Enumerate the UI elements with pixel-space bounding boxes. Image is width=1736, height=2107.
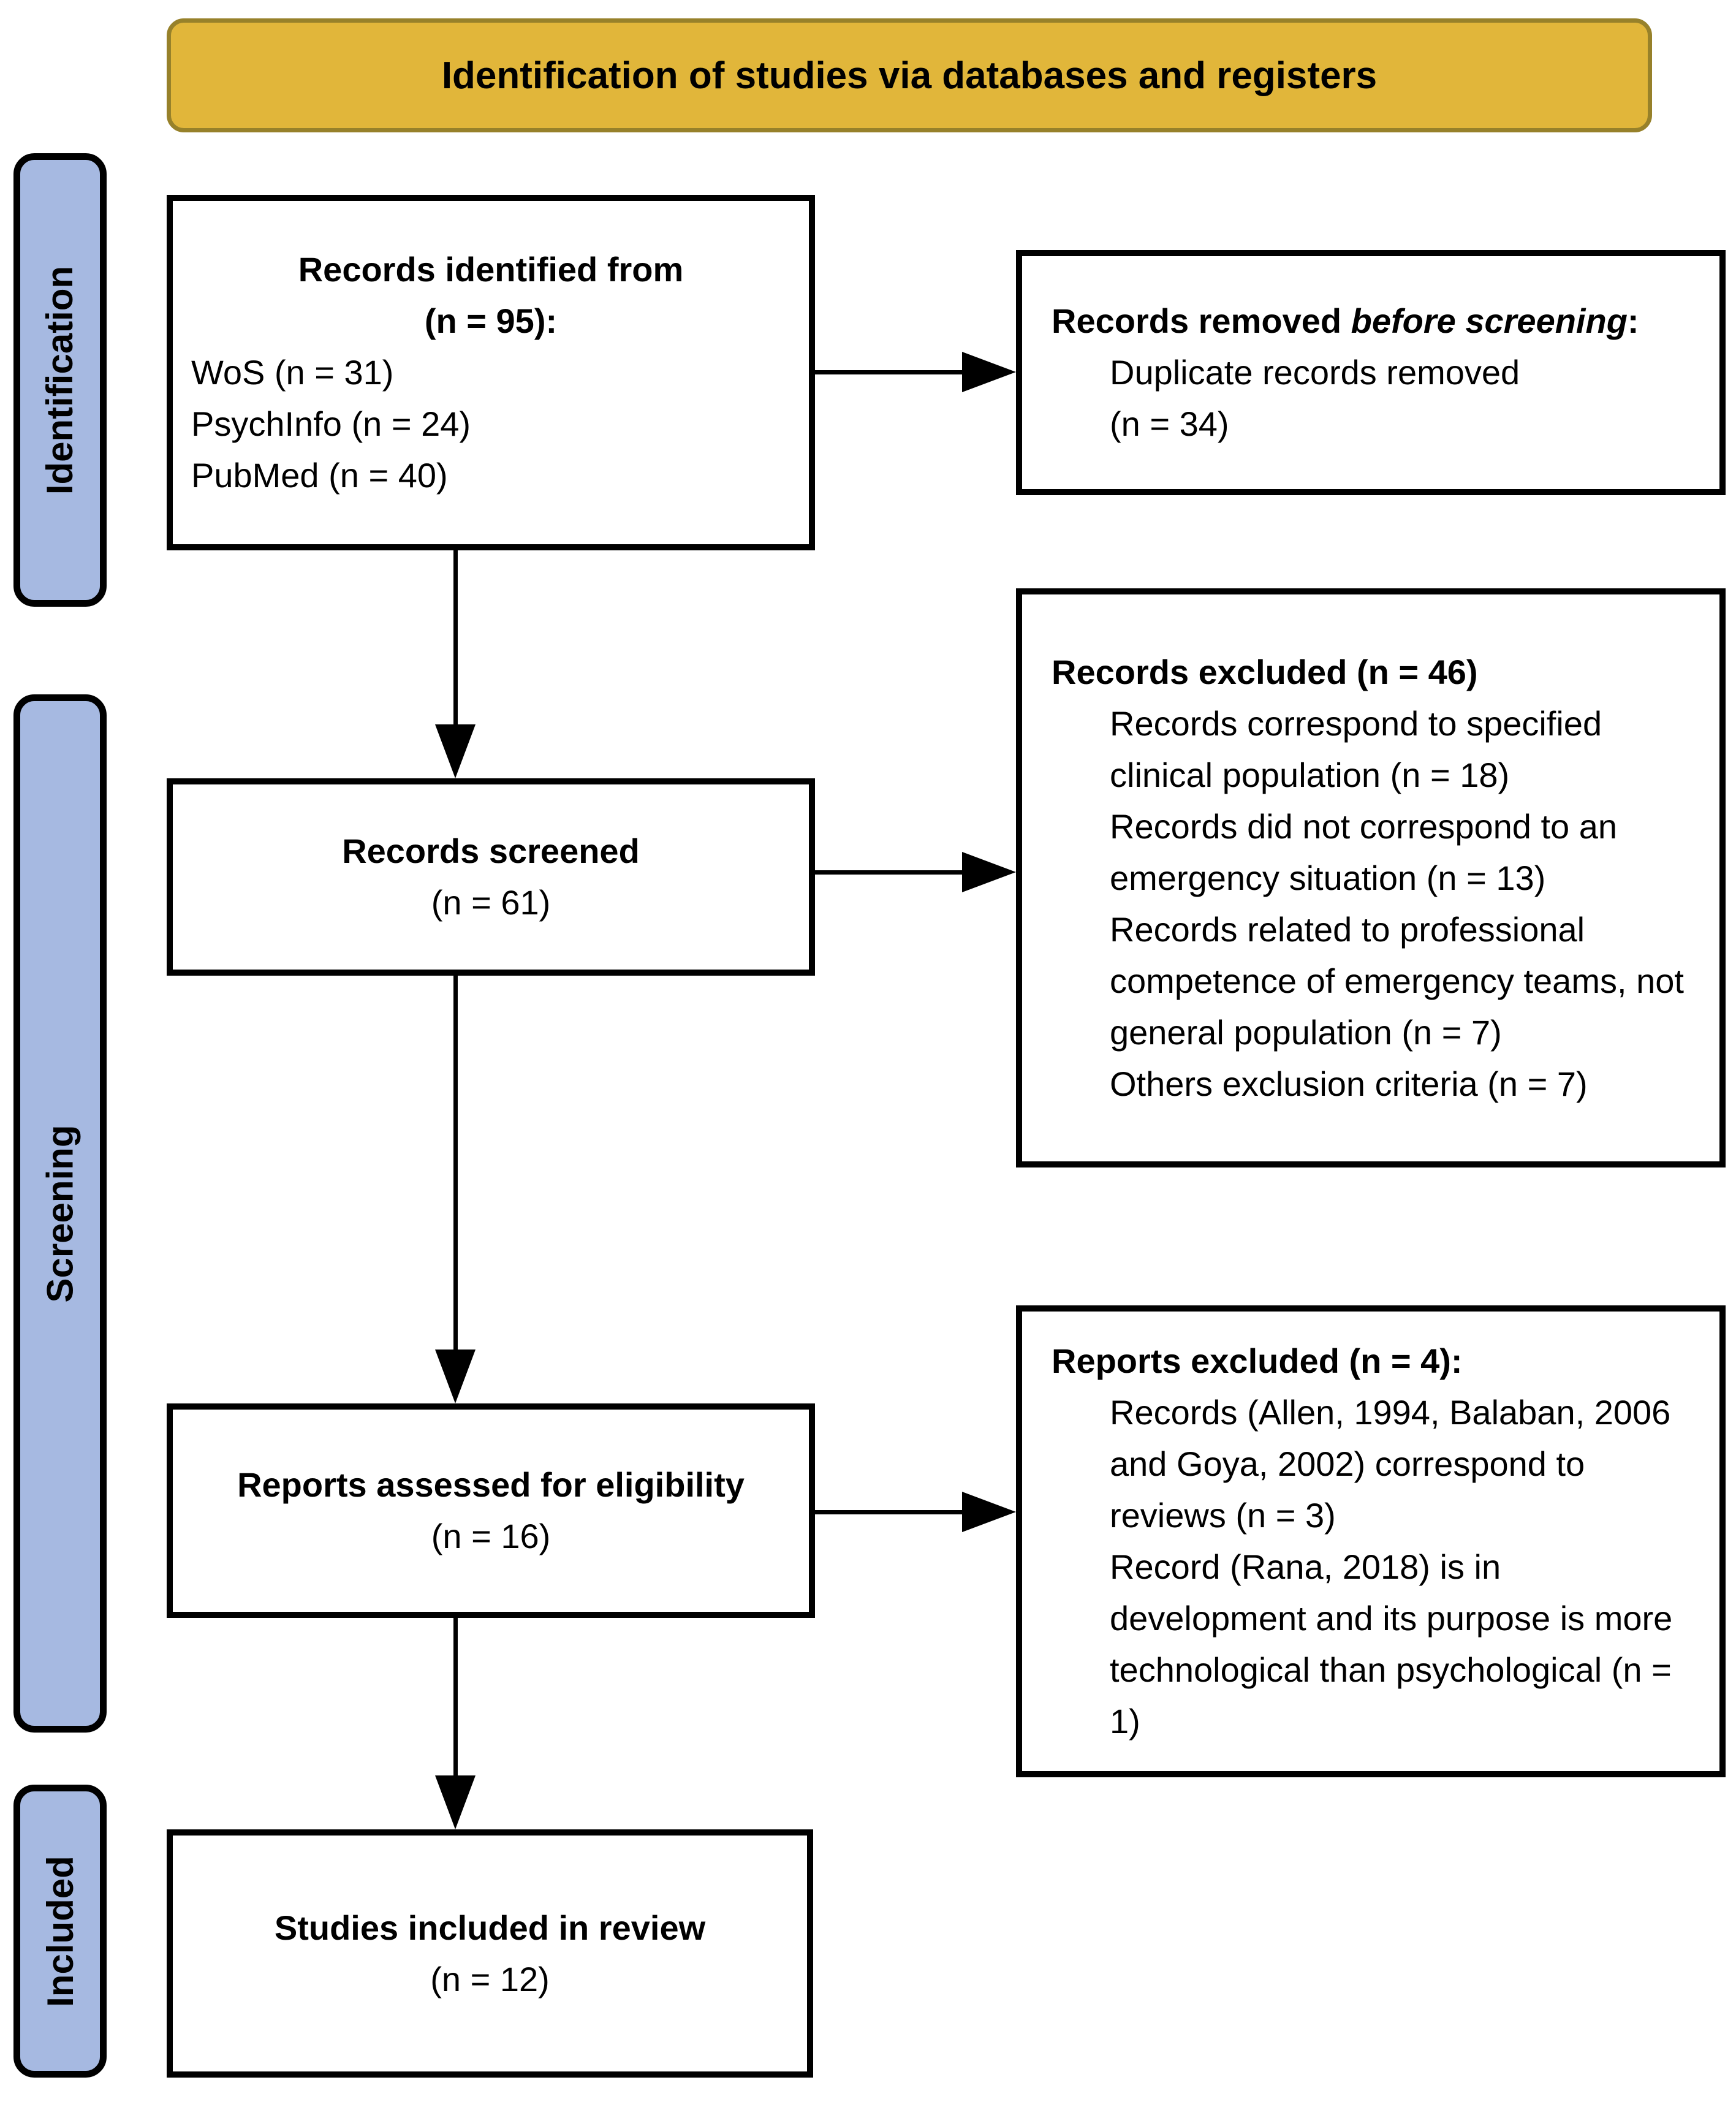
records-removed-heading: Records removed before screening:	[1052, 295, 1701, 347]
arrow-line	[815, 370, 967, 374]
box-studies-included: Studies included in review (n = 12)	[167, 1829, 813, 2078]
arrow-assessed-to-reports-excluded	[815, 1492, 1016, 1532]
arrow-identified-to-removed	[815, 352, 1016, 392]
box-reports-assessed: Reports assessed for eligibility (n = 16…	[167, 1403, 815, 1618]
studies-included-count: (n = 12)	[430, 1959, 550, 1999]
records-excluded-reason-professional: Records related to professional competen…	[1110, 909, 1684, 1052]
reports-assessed-count: (n = 16)	[431, 1517, 551, 1555]
box-records-excluded: Records excluded (n = 46) Records corres…	[1016, 588, 1726, 1167]
arrow-down-icon	[435, 1350, 476, 1403]
box-records-screened: Records screened (n = 61)	[167, 778, 815, 976]
records-identified-source-wos: WoS (n = 31)	[191, 353, 394, 392]
arrow-down-icon	[435, 724, 476, 778]
arrow-right-icon	[962, 852, 1016, 892]
records-removed-count: (n = 34)	[1110, 404, 1229, 443]
arrow-screened-to-excluded	[815, 852, 1016, 892]
records-identified-source-psychinfo: PsychInfo (n = 24)	[191, 404, 471, 443]
records-identified-heading-line2: (n = 95):	[424, 302, 558, 340]
reports-excluded-heading: Reports excluded (n = 4):	[1052, 1342, 1463, 1380]
arrow-assessed-to-included	[435, 1618, 476, 1829]
records-identified-source-pubmed: PubMed (n = 40)	[191, 456, 448, 495]
arrow-line	[453, 550, 458, 729]
records-removed-heading-suffix: :	[1627, 302, 1639, 340]
arrow-line	[815, 1510, 967, 1514]
arrow-line	[815, 870, 967, 875]
reports-assessed-heading: Reports assessed for eligibility	[237, 1465, 745, 1504]
arrow-screened-to-assessed	[435, 976, 476, 1403]
stage-bar-included: Included	[13, 1785, 107, 2078]
records-removed-heading-emphasis: before screening	[1351, 302, 1628, 340]
arrow-identified-to-screened	[435, 550, 476, 778]
records-removed-detail: Duplicate records removed	[1110, 353, 1520, 392]
records-excluded-reason-emergency: Records did not correspond to an emergen…	[1110, 807, 1618, 897]
arrow-line	[453, 976, 458, 1354]
records-screened-count: (n = 61)	[431, 883, 551, 922]
arrow-line	[453, 1618, 458, 1780]
reports-excluded-reason-reviews: Records (Allen, 1994, Balaban, 2006 and …	[1110, 1393, 1671, 1535]
records-excluded-reason-other: Others exclusion criteria (n = 7)	[1110, 1064, 1588, 1103]
diagram-title-banner: Identification of studies via databases …	[167, 18, 1652, 132]
arrow-down-icon	[435, 1775, 476, 1829]
stage-label-included: Included	[39, 1855, 81, 2007]
box-records-removed: Records removed before screening: Duplic…	[1016, 250, 1726, 495]
records-identified-heading-line1: Records identified from	[298, 250, 684, 289]
studies-included-heading: Studies included in review	[274, 1908, 706, 1947]
diagram-title: Identification of studies via databases …	[441, 54, 1378, 97]
stage-bar-screening: Screening	[13, 694, 107, 1733]
box-reports-excluded: Reports excluded (n = 4): Records (Allen…	[1016, 1305, 1726, 1777]
arrow-right-icon	[962, 352, 1016, 392]
reports-excluded-reason-development: Record (Rana, 2018) is in development an…	[1110, 1547, 1673, 1741]
stage-label-identification: Identification	[39, 265, 81, 495]
arrow-right-icon	[962, 1492, 1016, 1532]
box-records-identified: Records identified from (n = 95): WoS (n…	[167, 195, 815, 550]
records-excluded-heading: Records excluded (n = 46)	[1052, 652, 1478, 691]
stage-label-screening: Screening	[39, 1124, 81, 1303]
records-excluded-reason-clinical: Records correspond to specified clinical…	[1110, 704, 1602, 794]
records-screened-heading: Records screened	[342, 832, 640, 870]
stage-bar-identification: Identification	[13, 153, 107, 607]
records-removed-heading-prefix: Records removed	[1052, 302, 1351, 340]
